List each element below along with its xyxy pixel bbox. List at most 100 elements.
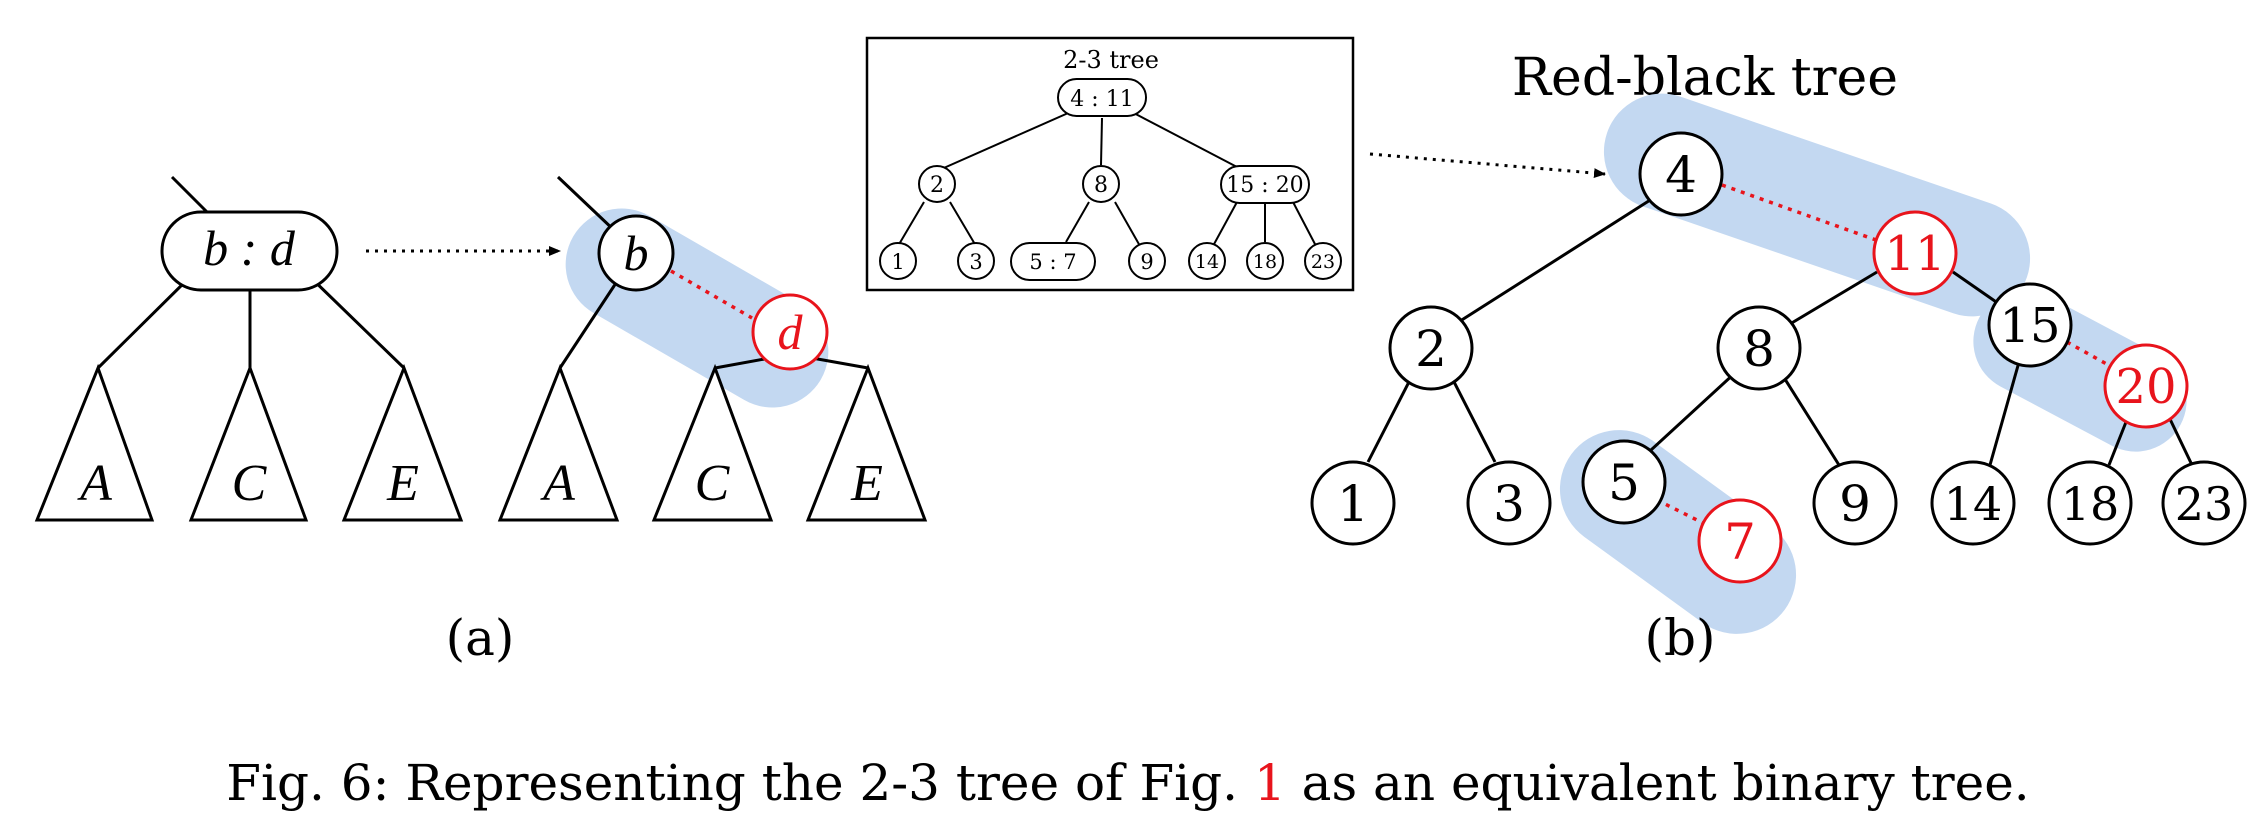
caption-ref-link[interactable]: 1 xyxy=(1254,754,1286,812)
rb-node-8 xyxy=(1716,305,1802,391)
caption-prefix: Fig. 6: Representing the 2-3 tree of Fig… xyxy=(226,754,1238,812)
subtree-label: C xyxy=(695,455,731,512)
panel-b-label: (b) xyxy=(1644,609,1715,667)
edge xyxy=(949,201,977,247)
rb-node-3 xyxy=(1466,460,1552,546)
edge xyxy=(1649,370,1738,452)
node-d-label: d xyxy=(778,304,804,360)
inset-node-label: 23 xyxy=(1311,251,1335,273)
edge xyxy=(714,356,771,370)
rb-node-23 xyxy=(2161,460,2247,546)
panel-a: b : d A C E b d A C E (a) xyxy=(34,175,928,667)
rb-node-label: 7 xyxy=(1724,513,1756,571)
edge xyxy=(1212,201,1238,247)
inset-node xyxy=(1128,242,1166,280)
inset-node-label: 14 xyxy=(1195,251,1219,273)
rb-node-4 xyxy=(1638,131,1724,217)
subtree-triangle xyxy=(341,363,464,522)
rb-node-15 xyxy=(1987,282,2073,368)
rb-node-label: 2 xyxy=(1415,320,1447,378)
panel-b: Red-black tree 4 11 2 8 15 20 1 xyxy=(1310,48,2247,667)
subtree-label: E xyxy=(850,455,883,512)
red-black-title: Red-black tree xyxy=(1512,48,1898,108)
edge xyxy=(1781,375,1841,466)
rb-node-7 xyxy=(1697,498,1783,584)
rb-node-5 xyxy=(1581,439,1667,525)
node-b-label: b xyxy=(624,225,649,281)
edge xyxy=(303,270,406,370)
inset-two-three-tree: 2-3 tree 4 : 11 2 8 15 : 20 1 3 5 : 7 9 … xyxy=(865,36,1355,292)
inset-node-label: 9 xyxy=(1140,250,1153,274)
edge xyxy=(558,282,618,369)
edge xyxy=(2107,416,2130,466)
two-three-node-label: b : d xyxy=(203,220,296,276)
inset-node xyxy=(918,165,956,203)
inset-node xyxy=(957,242,995,280)
edge xyxy=(1789,270,1878,326)
subtree-label: C xyxy=(232,455,268,512)
rb-node-2 xyxy=(1388,305,1474,391)
node-b xyxy=(597,214,675,292)
inset-node-label: 18 xyxy=(1253,251,1277,273)
edge xyxy=(96,270,197,370)
red-link xyxy=(1721,183,1877,242)
inset-node xyxy=(1304,242,1342,280)
rb-node-label: 23 xyxy=(2175,477,2234,531)
rb-node-label: 4 xyxy=(1665,146,1697,204)
rb-node-label: 11 xyxy=(1884,226,1945,282)
inset-node-label: 1 xyxy=(891,250,904,274)
edge xyxy=(1988,361,2021,466)
edge xyxy=(1292,201,1317,247)
rb-node-label: 9 xyxy=(1839,475,1871,533)
edge xyxy=(936,109,1076,172)
rb-node-label: 15 xyxy=(1999,298,2060,354)
inset-node-label: 3 xyxy=(969,250,982,274)
node-d xyxy=(751,293,829,371)
rb-node-1 xyxy=(1310,460,1396,546)
inset-node xyxy=(1082,165,1120,203)
subtree-label: A xyxy=(540,455,575,512)
edge xyxy=(811,356,869,370)
edge xyxy=(556,175,618,234)
inset-node xyxy=(1220,165,1310,204)
inset-node-label: 15 : 20 xyxy=(1226,173,1303,198)
edge xyxy=(1449,375,1497,463)
rb-node-label: 20 xyxy=(2115,359,2176,415)
edge xyxy=(170,175,209,214)
rb-node-9 xyxy=(1812,460,1898,546)
subtree-triangle xyxy=(805,363,928,522)
two-three-node xyxy=(160,210,339,292)
subtree-triangle xyxy=(651,363,774,522)
subtree-triangle xyxy=(497,363,620,522)
subtree-triangle xyxy=(188,363,309,522)
edge xyxy=(1952,270,2003,308)
rb-node-14 xyxy=(1930,460,2016,546)
transform-arrow xyxy=(1369,152,1606,179)
inset-node-label: 4 : 11 xyxy=(1070,87,1133,112)
inset-node xyxy=(1246,242,1284,280)
inset-node xyxy=(1188,242,1226,280)
edge xyxy=(1100,117,1103,166)
subtree-triangle xyxy=(34,363,155,522)
edge xyxy=(1065,201,1090,243)
inset-node-label: 8 xyxy=(1094,173,1108,198)
rb-node-20 xyxy=(2103,343,2189,429)
inset-node-label: 5 : 7 xyxy=(1029,250,1076,274)
inset-title: 2-3 tree xyxy=(1063,46,1159,74)
rb-node-label: 1 xyxy=(1337,475,1369,533)
rb-node-11 xyxy=(1872,210,1958,296)
rb-node-18 xyxy=(2047,460,2133,546)
edge xyxy=(1366,375,1414,463)
panel-a-label: (a) xyxy=(446,609,515,667)
rb-node-label: 18 xyxy=(2061,477,2120,531)
inset-node xyxy=(1010,242,1096,281)
rb-node-label: 5 xyxy=(1608,454,1640,512)
red-link xyxy=(2066,340,2113,369)
inset-node-label: 2 xyxy=(930,173,944,198)
caption-suffix: as an equivalent binary tree. xyxy=(1302,754,2030,812)
inset-node xyxy=(879,242,917,280)
edge xyxy=(1114,201,1141,247)
subtree-label: E xyxy=(386,455,419,512)
rb-node-label: 3 xyxy=(1493,475,1525,533)
